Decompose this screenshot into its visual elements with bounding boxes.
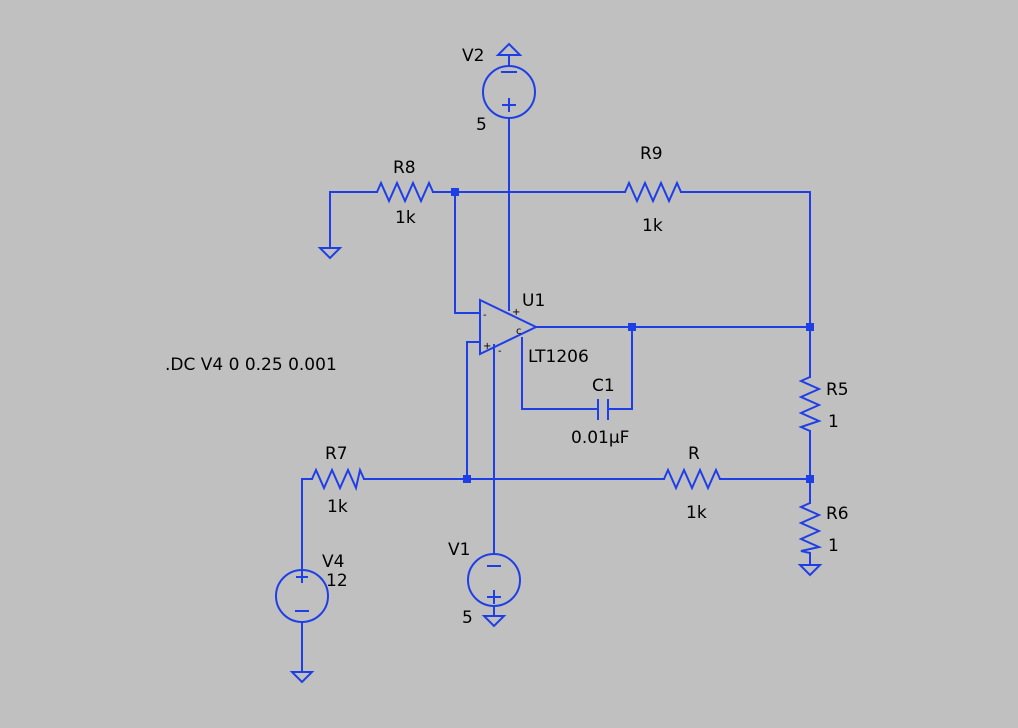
opamp-comp-mark: c [516, 326, 522, 337]
junction-dot [628, 323, 636, 331]
label-r9-value: 1k [642, 216, 663, 236]
label-v2-name: V2 [462, 46, 484, 66]
ground-r8-symbol [317, 247, 343, 260]
label-v4-name: V4 [322, 552, 344, 572]
label-c1-name: C1 [592, 376, 615, 396]
wire-c1-output[interactable] [609, 326, 633, 410]
wire-r9-right[interactable] [680, 191, 811, 377]
label-r5-value: 1 [828, 412, 839, 432]
source-v1-symbol[interactable] [467, 553, 521, 617]
ground-v2-symbol [495, 42, 523, 56]
wire-inv-input[interactable] [454, 191, 481, 314]
label-r8-name: R8 [393, 158, 416, 178]
resistor-r8-symbol[interactable] [376, 180, 434, 204]
ground-v1-symbol [481, 615, 507, 628]
opamp-minus-mark: - [483, 310, 487, 321]
resistor-r5-symbol[interactable] [798, 376, 822, 432]
opamp-plus-mark: + [483, 341, 491, 352]
label-u1-value: LT1206 [528, 347, 589, 367]
capacitor-c1-symbol[interactable] [597, 399, 609, 420]
label-u1-name: U1 [522, 291, 545, 311]
junction-dot [463, 475, 471, 483]
junction-dot [806, 323, 814, 331]
resistor-r9-symbol[interactable] [624, 180, 682, 204]
source-v4-symbol[interactable] [275, 569, 329, 623]
ground-v4-symbol [289, 671, 315, 684]
label-r7-value: 1k [327, 497, 348, 517]
ground-r6-symbol [797, 564, 823, 577]
wire-comp-c1[interactable] [521, 337, 598, 410]
junction-dot [806, 475, 814, 483]
wire-v4-r7[interactable] [301, 478, 313, 570]
resistor-r7-symbol[interactable] [311, 466, 365, 492]
label-r-name: R [688, 444, 700, 464]
source-v2-symbol[interactable] [482, 65, 536, 119]
opamp-u1-symbol[interactable] [479, 298, 539, 356]
label-r6-value: 1 [828, 536, 839, 556]
wires [301, 54, 811, 673]
label-v4-value: 12 [326, 571, 348, 591]
label-r6-name: R6 [826, 504, 849, 524]
junctions [451, 188, 814, 483]
label-r5-name: R5 [826, 380, 849, 400]
junction-dot [451, 188, 459, 196]
spice-directive[interactable]: .DC V4 0 0.25 0.001 [165, 355, 337, 375]
label-r-value: 1k [686, 503, 707, 523]
label-v2-value: 5 [476, 115, 487, 135]
label-v1-value: 5 [462, 608, 473, 628]
resistor-r-symbol[interactable] [663, 467, 721, 491]
opamp-vplus-mark: + [512, 307, 520, 318]
opamp-vminus-mark: - [498, 346, 502, 357]
label-r7-name: R7 [325, 444, 348, 464]
label-v1-name: V1 [448, 540, 470, 560]
wire-noninv-input[interactable] [466, 341, 481, 480]
label-r8-value: 1k [395, 208, 416, 228]
label-r9-name: R9 [640, 144, 663, 164]
label-c1-value: 0.01μF [571, 428, 629, 448]
resistor-r6-symbol[interactable] [798, 502, 823, 554]
